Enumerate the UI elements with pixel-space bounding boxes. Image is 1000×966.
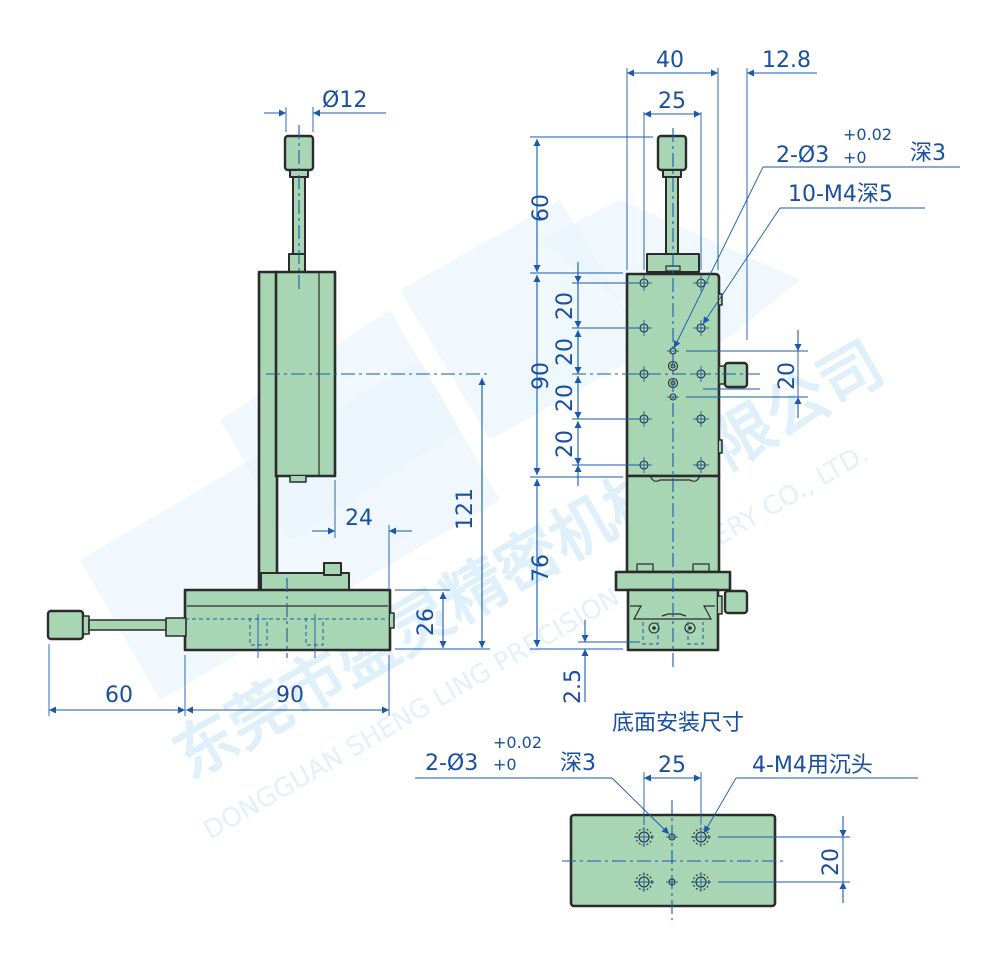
dim-bottom-spacing-25: 25 (658, 753, 686, 778)
dim-knob-diameter: Ø12 (322, 88, 367, 113)
dim-pitch-4: 20 (553, 430, 578, 458)
dim-pitch-3: 20 (553, 384, 578, 412)
counterbore-holes (634, 827, 711, 892)
callout-pin-hole-tol-upper: +0.02 (843, 125, 892, 144)
dim-lower-height-76: 76 (529, 554, 554, 582)
dim-right-pitch-20: 20 (775, 362, 800, 390)
upper-platform (625, 272, 721, 478)
knurled-knob-side (46, 609, 85, 641)
dim-base-height-26: 26 (414, 608, 439, 636)
knurled-knob-front (656, 134, 688, 172)
dim-bottom-spacing-20: 20 (819, 848, 844, 876)
front-view: 40 12.8 25 60 90 20 20 20 20 (529, 48, 960, 704)
dim-width-25: 25 (658, 89, 686, 114)
bottom-callout-pin-hole-tol-lower: +0 (493, 755, 517, 774)
bottom-callout-pin-hole-suffix: 深3 (560, 751, 596, 776)
callout-pin-hole-suffix: 深3 (910, 141, 946, 166)
tapped-holes (636, 275, 709, 473)
side-view: Ø12 24 121 26 60 90 (46, 88, 490, 716)
callout-pin-hole-prefix: 2-Ø3 (776, 143, 829, 168)
dim-knob-extension-60: 60 (105, 683, 133, 708)
watermark: 东莞市盛灵精密机械有限公司 DONGGUAN SHENG LING PRECIS… (80, 200, 896, 846)
callout-pin-hole-tol-lower: +0 (843, 148, 867, 167)
dim-bottom-offset-2-5: 2.5 (561, 669, 586, 704)
bottom-view: 底面安装尺寸 25 20 2-Ø3 +0.02 +0 深3 (415, 711, 918, 920)
dim-height-121: 121 (453, 488, 478, 530)
callout-tapped-holes: 10-M4深5 (788, 182, 893, 207)
bottom-callout-counterbore: 4-M4用沉头 (752, 753, 873, 778)
bottom-callout-pin-hole-prefix: 2-Ø3 (425, 751, 478, 776)
dim-platform-height-90: 90 (529, 362, 554, 390)
dim-base-length-90: 90 (276, 683, 304, 708)
bottom-view-title: 底面安装尺寸 (612, 711, 744, 736)
bottom-callout-pin-hole-tol-upper: +0.02 (493, 733, 542, 752)
dim-width-40: 40 (656, 48, 684, 73)
dim-offset-12-8: 12.8 (762, 48, 811, 73)
upright-bracket (257, 270, 279, 596)
dim-pitch-2: 20 (553, 338, 578, 366)
dim-knob-height-60: 60 (529, 194, 554, 222)
dim-offset-24: 24 (345, 506, 373, 531)
dim-pitch-1: 20 (553, 292, 578, 320)
